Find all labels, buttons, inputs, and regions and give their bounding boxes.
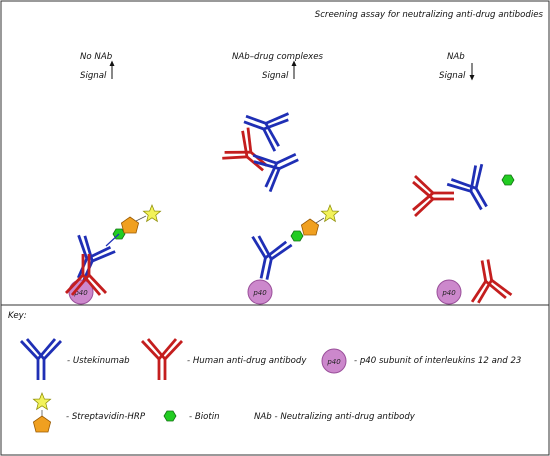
svg-text:p40: p40 <box>73 289 88 297</box>
key-biotin-icon <box>163 410 177 422</box>
signal-up-arrow-icon <box>291 60 297 79</box>
signal-up-arrow-icon <box>109 60 115 79</box>
svg-text:p40: p40 <box>252 289 267 297</box>
p40-subunit: p40 <box>68 279 94 305</box>
panel-label-nab: NAb <box>447 52 465 62</box>
signal-label-nab: Signal <box>439 71 466 81</box>
signal-down-arrow-icon <box>469 63 475 81</box>
key-nab-definition: NAb - Neutralizing anti-drug antibody <box>254 412 416 422</box>
p40-subunit: p40 <box>436 279 462 305</box>
key-ustekinumab-label: - Ustekinumab <box>67 356 130 366</box>
key-streptavidin-hrp-icon <box>33 392 51 433</box>
svg-text:p40: p40 <box>326 358 341 366</box>
key-streptavidin-hrp-label: - Streptavidin-HRP <box>66 412 146 422</box>
p40-subunit: p40 <box>247 279 273 305</box>
key-heading: Key: <box>8 311 27 321</box>
svg-text:p40: p40 <box>441 289 456 297</box>
key-p40-icon: p40 <box>321 348 347 374</box>
signal-label-complexes: Signal <box>262 71 289 81</box>
key-human-ada-label: - Human anti-drug antibody <box>187 356 307 366</box>
signal-label-no-nab: Signal <box>80 71 107 81</box>
panel-label-no-nab: No NAb <box>80 52 113 62</box>
panel-label-nab-drug-complexes: NAb–drug complexes <box>232 52 324 62</box>
key-p40-label: - p40 subunit of interleukins 12 and 23 <box>354 356 521 366</box>
biotin <box>501 174 515 186</box>
figure-title: Screening assay for neutralizing anti-dr… <box>315 10 544 20</box>
key-biotin-label: - Biotin <box>189 412 220 422</box>
biotin <box>290 230 304 242</box>
